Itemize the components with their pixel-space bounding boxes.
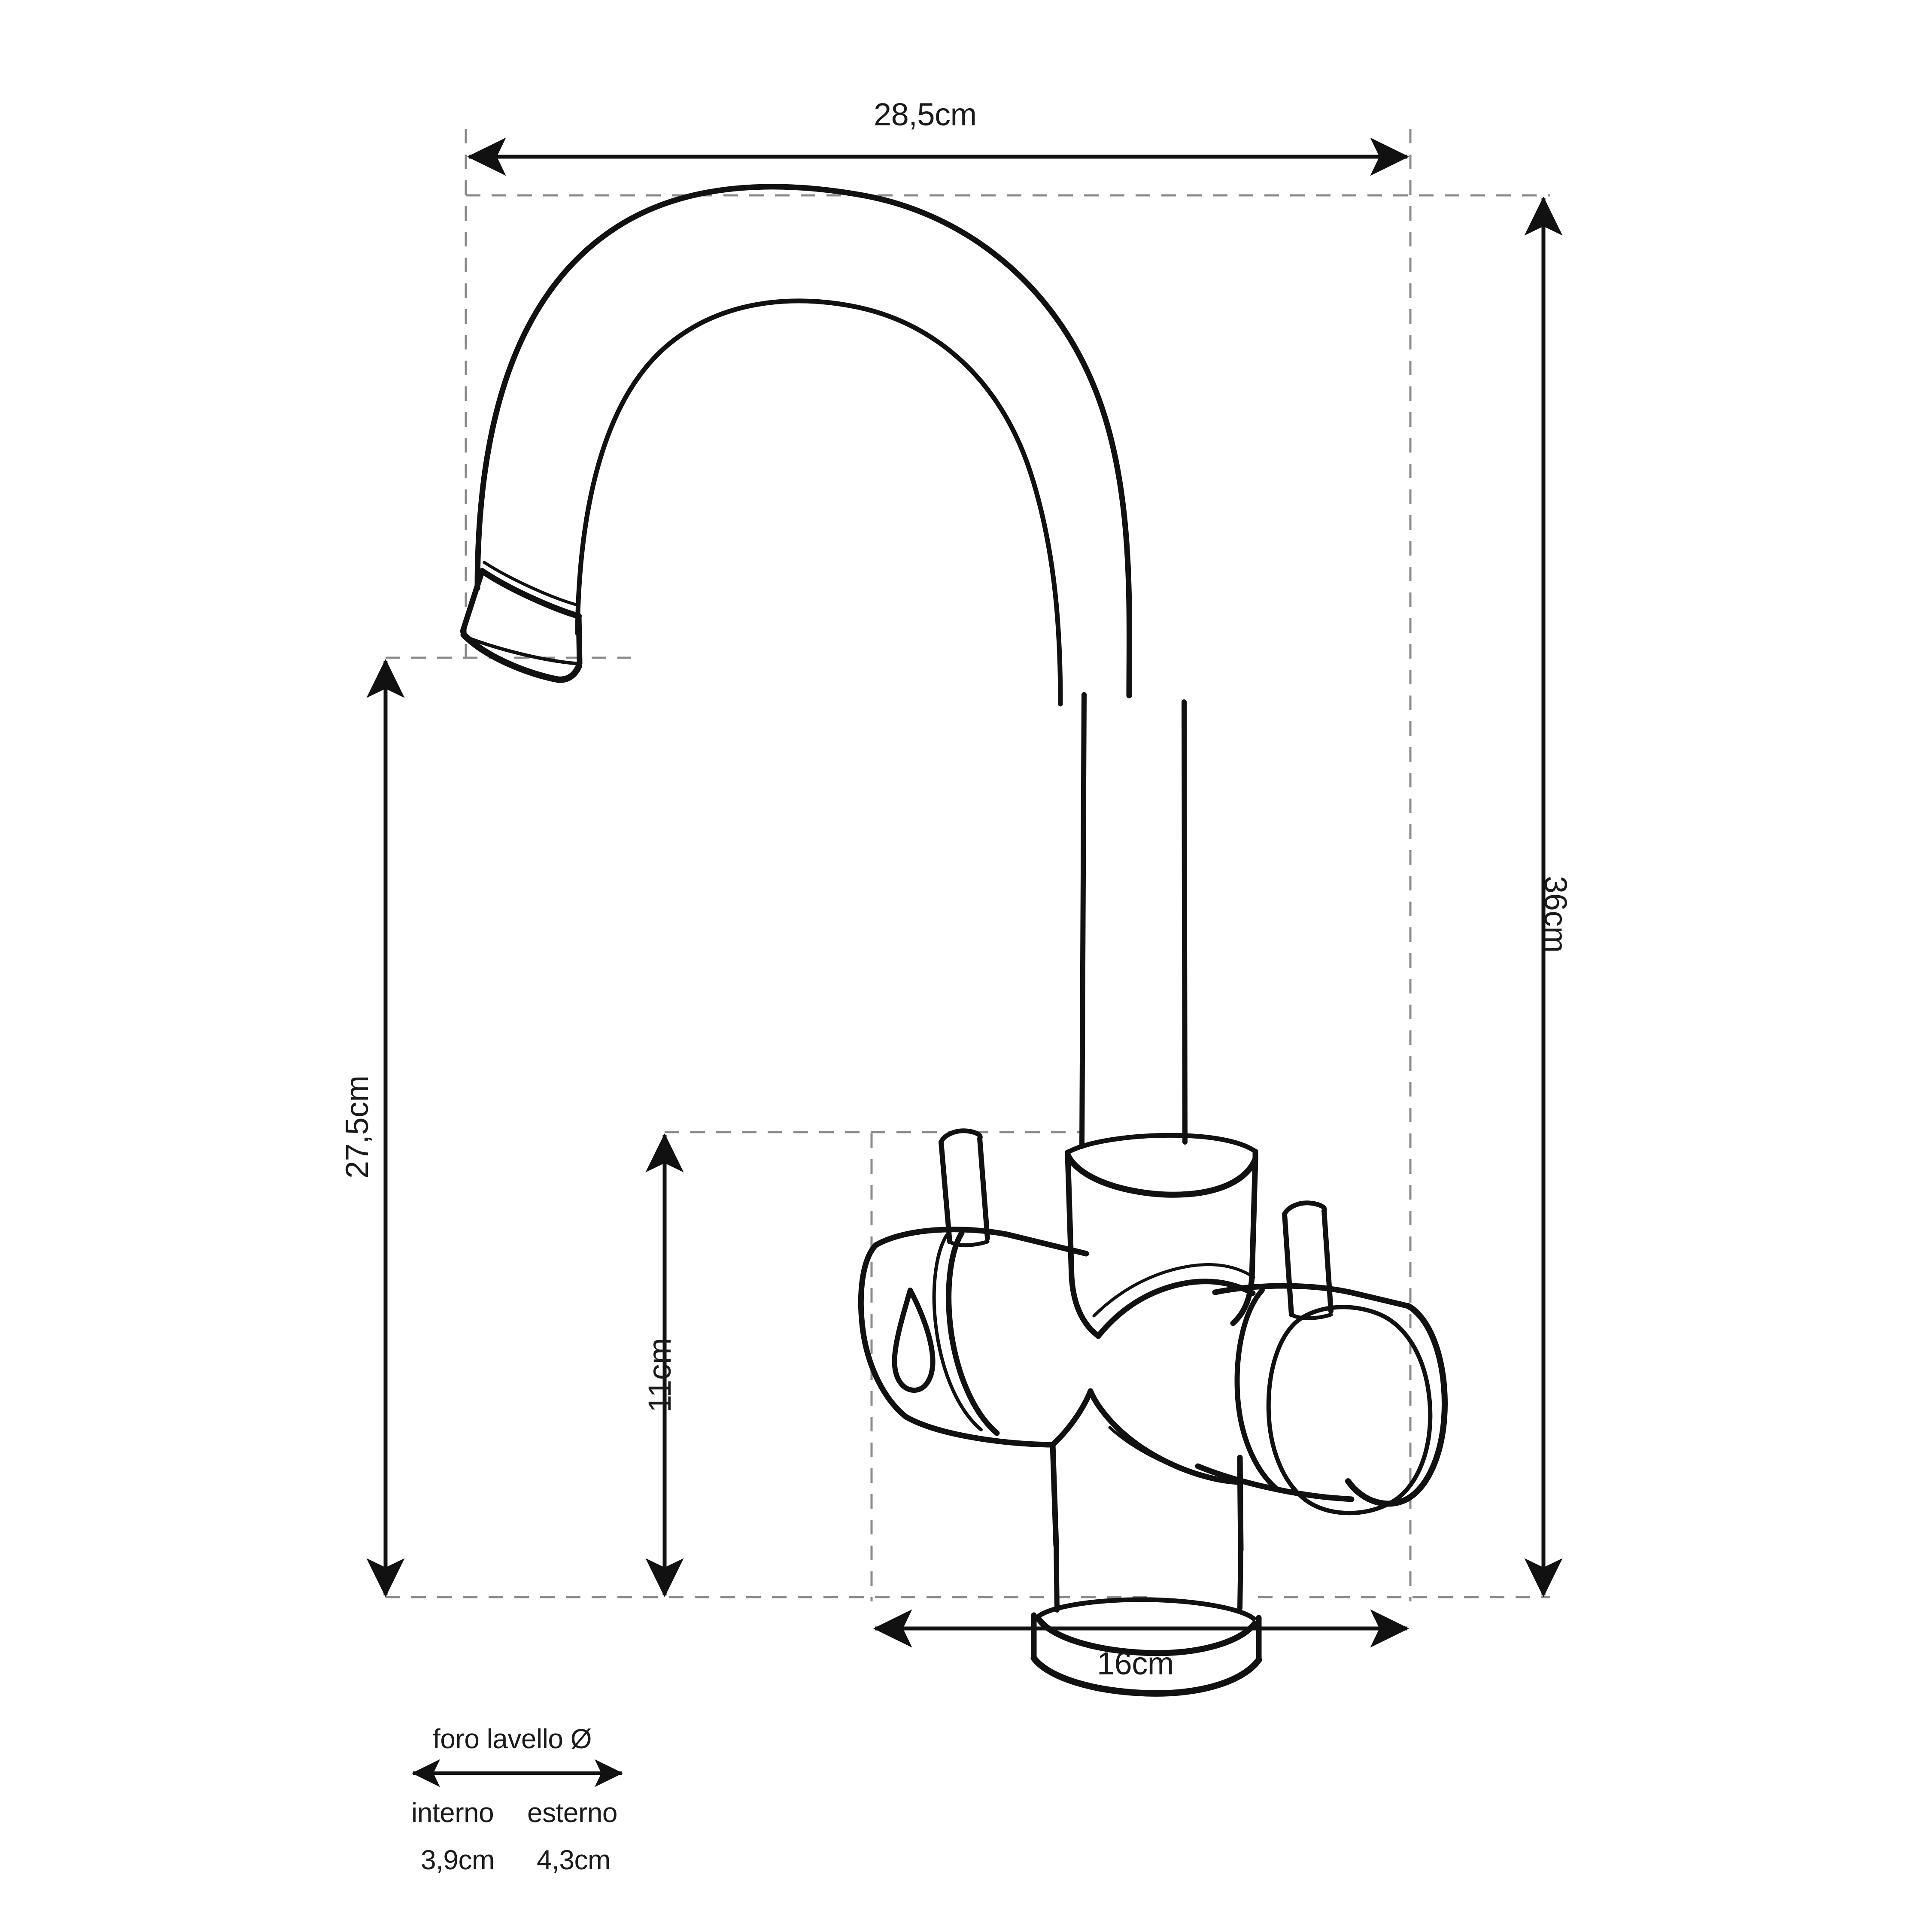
spout-tip-band-thin (483, 561, 580, 607)
barrel-right-endcap-outer (1345, 1303, 1448, 1507)
barrel-left-ring-front (946, 1230, 1000, 1436)
barrel-left-endcap (858, 1242, 909, 1420)
spout-outer-curve (474, 184, 1132, 699)
note-label-internal: interno (411, 1797, 494, 1828)
dim-label-base-width: 16cm (1097, 1646, 1174, 1681)
junction-upper-left (1065, 1152, 1101, 1339)
dim-label-overall-width: 28,5cm (874, 97, 977, 132)
water-drop-icon (892, 1288, 936, 1393)
shank-left-edge (1054, 1543, 1060, 1613)
junction-upper-highlight (1092, 1263, 1255, 1318)
handle-left-inner (977, 1136, 990, 1241)
barrel-bottom-right (1195, 1463, 1355, 1502)
dimension-lines (366, 137, 1563, 1787)
reference-lines (386, 129, 1550, 1601)
handle-right-outer (1282, 1212, 1294, 1317)
spout-inner-curve (575, 298, 1063, 707)
stem-collar-back (1065, 1133, 1258, 1155)
note-value-external: 4,3cm (537, 1844, 611, 1875)
base-flange-mid-ellipse (1036, 1616, 1258, 1656)
barrel-right-ring (1234, 1288, 1280, 1492)
note-value-internal: 3,9cm (421, 1844, 495, 1875)
handle-left-outer (939, 1139, 952, 1244)
handle-left-cap (939, 1128, 983, 1145)
spout-tip-right-wall (576, 613, 583, 669)
stem-collar-front (1065, 1152, 1258, 1198)
base-flange-bottom-ellipse (1030, 1655, 1262, 1697)
spout-tip-band-thick (479, 568, 582, 619)
dim-label-body-height: 11cm (642, 1338, 677, 1413)
dim-label-overall-height: 36cm (1538, 876, 1574, 953)
handle-right-cap (1282, 1200, 1327, 1217)
barrel-right-endcap-inner (1266, 1305, 1433, 1516)
spout-tip-opening-front (460, 631, 582, 683)
base-flange-back-ellipse (1036, 1597, 1256, 1621)
note-heading-sink-hole: foro lavello Ø (433, 1723, 592, 1754)
junction-lower-right (1237, 1455, 1244, 1553)
barrel-left-ring-back (932, 1233, 983, 1431)
barrel-bottom-left (903, 1414, 1056, 1448)
junction-upper-right (1230, 1156, 1258, 1326)
stem-left-edge (1079, 692, 1087, 1149)
stem-right-edge (1182, 699, 1188, 1145)
note-label-external: esterno (527, 1797, 617, 1828)
junction-upper-crotch (1095, 1279, 1256, 1339)
handle-left-base (948, 1239, 990, 1247)
junction-lower-crotch (1050, 1388, 1243, 1485)
junction-lower-left (1050, 1442, 1059, 1549)
shank-right-edge (1237, 1547, 1243, 1610)
handle-right-inner (1321, 1208, 1334, 1314)
barrel-top-left (873, 1227, 1089, 1257)
handle-right-base (1289, 1312, 1333, 1320)
spout-tip-opening-back (463, 635, 580, 665)
faucet-drawing (460, 184, 1448, 1697)
dim-label-spout-height: 27,5cm (339, 1075, 375, 1179)
junction-lower-highlight (1108, 1426, 1247, 1483)
